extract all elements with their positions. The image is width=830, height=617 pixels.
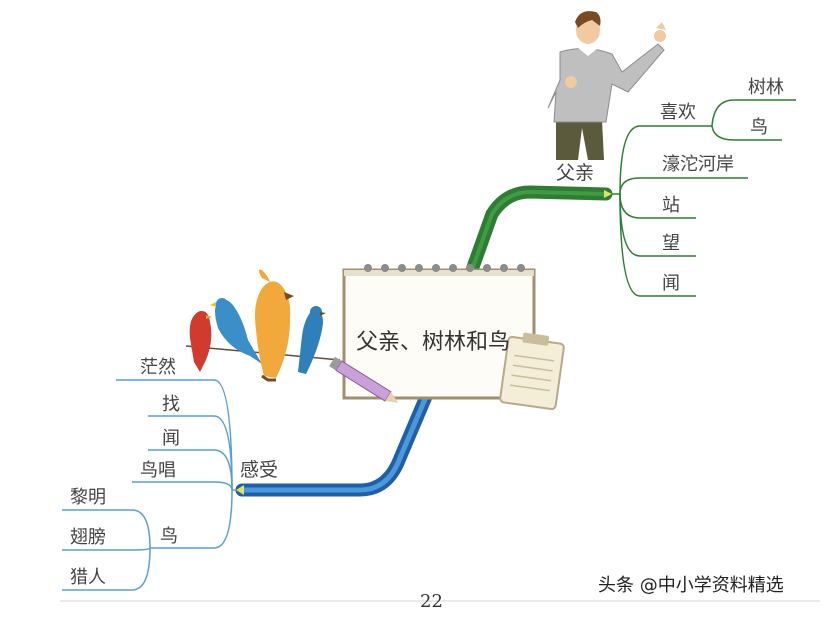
birds-illustration — [185, 269, 341, 382]
node-dawn: 黎明 — [70, 487, 106, 508]
node-bird-song: 鸟唱 — [140, 460, 176, 481]
node-search: 找 — [162, 394, 180, 415]
watermark: 头条 @中小学资料精选 — [598, 575, 784, 596]
node-hunter: 猎人 — [70, 567, 106, 588]
notepad-illustration — [329, 264, 565, 411]
man-illustration — [547, 11, 666, 160]
node-like: 喜欢 — [660, 102, 696, 123]
node-bird-2: 鸟 — [160, 526, 178, 547]
node-smell-2: 闻 — [162, 428, 180, 449]
page-number: 22 — [420, 591, 443, 612]
node-dazed: 茫然 — [140, 357, 176, 378]
pencil-icon — [329, 356, 399, 403]
branch-label-father: 父亲 — [556, 162, 595, 184]
feeling-branch — [62, 379, 435, 591]
father-branch — [465, 99, 796, 297]
node-stand: 站 — [662, 195, 680, 216]
branch-label-feeling: 感受 — [240, 459, 279, 481]
node-woods: 树林 — [748, 77, 784, 98]
node-wings: 翅膀 — [70, 527, 106, 548]
node-look: 望 — [662, 233, 680, 254]
node-smell: 闻 — [662, 273, 680, 294]
node-bird: 鸟 — [750, 117, 768, 138]
node-riverbank: 濠沱河岸 — [662, 154, 734, 175]
central-topic: 父亲、树林和鸟 — [356, 330, 511, 355]
clipboard-icon — [499, 332, 565, 411]
